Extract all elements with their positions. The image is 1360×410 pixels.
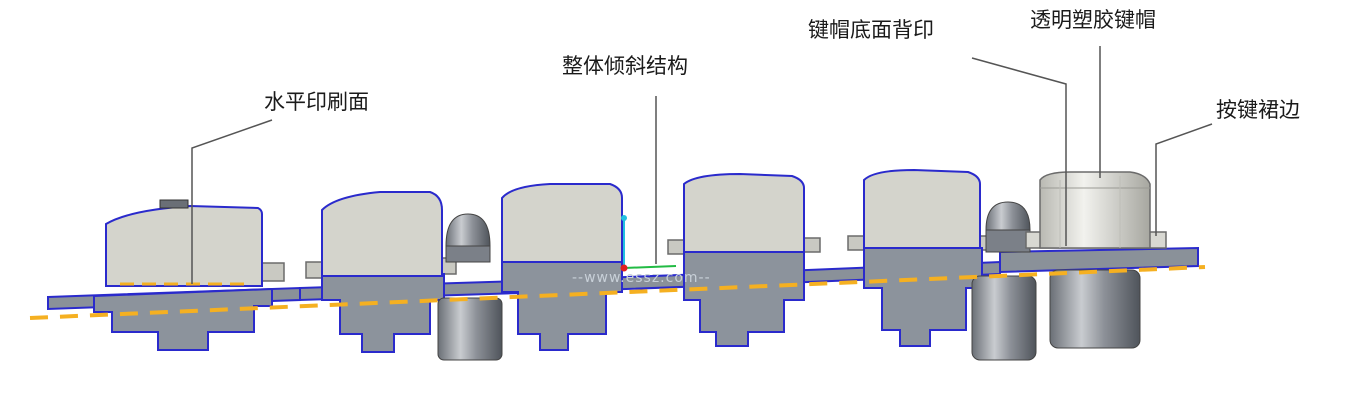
key-1-body [93,287,273,351]
key-5-body [863,247,983,347]
tilt-reference-line [29,265,1206,320]
key-2-body [321,272,445,353]
key-3 [501,183,677,351]
dark-button-a [437,213,503,361]
leader-horizontal-print [191,119,273,284]
key-2-cap [321,191,443,277]
watermark: --www.essz.com-- [572,270,711,286]
key-4 [667,172,821,347]
key-4-cap [683,172,805,253]
label-horizontal-print: 水平印刷面 [264,90,369,114]
transparent-keycap [1025,171,1167,349]
label-tilt-structure: 整体倾斜结构 [562,54,688,78]
label-cap-underside-print: 键帽底面背印 [808,18,934,42]
leader-cap-underside [971,57,1067,246]
label-key-skirt: 按键裙边 [1216,98,1300,122]
label-transparent-cap: 透明塑胶键帽 [1030,8,1156,32]
key-3-body [501,261,623,351]
key-1-clip [159,199,189,209]
key-5-cap [863,168,981,249]
key-5 [847,168,997,347]
key-3-cap [501,183,623,263]
key-1-cap [105,204,263,287]
key-1 [93,199,285,351]
key-4-body [683,251,805,347]
leader-lines [191,46,1213,284]
dark-button-b [971,201,1037,361]
key-1-skirt [261,262,285,282]
key-2 [305,191,457,353]
leader-key-skirt [1155,123,1213,236]
